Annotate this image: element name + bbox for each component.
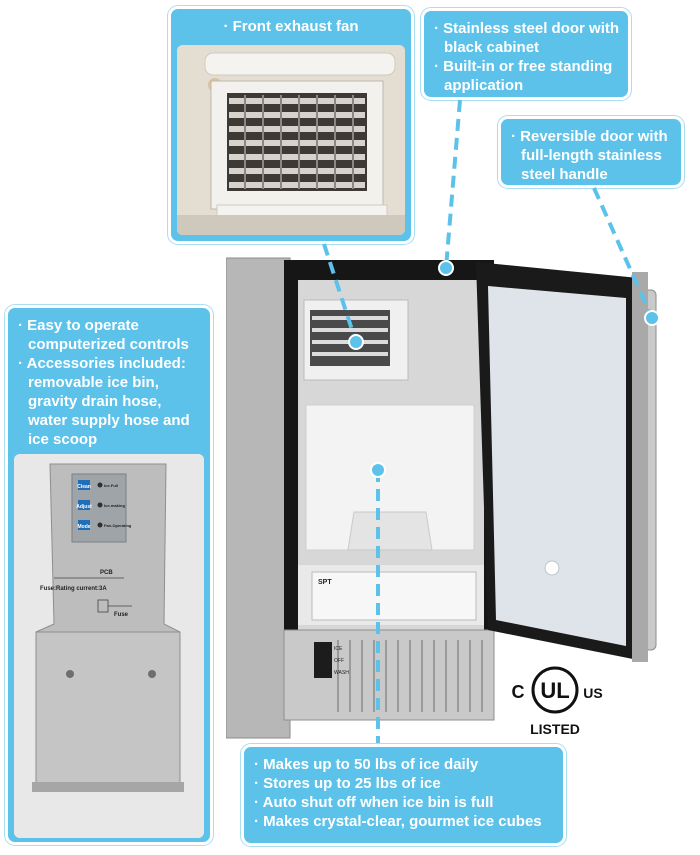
callout-line: · Stores up to 25 lbs of ice [254,775,441,792]
ul-us-mark: US [583,685,602,701]
pcb-label: PCB [100,570,113,576]
clean-button-label: Clean [77,484,91,490]
ul-listed-logo: UL C US LISTED [512,666,603,737]
indicator-ice-full-label: Ice-Full [104,483,118,488]
callout-controls: · Easy to operate computerized controls … [5,305,213,845]
callout-line: computerized controls [28,336,189,353]
switch-off-label: OFF [334,658,344,664]
mode-button-label: Mode [77,524,90,530]
callout-line: · Makes crystal-clear, gourmet ice cubes [254,813,542,830]
callout-exhaust-fan: · Front exhaust fan [168,6,414,244]
callout-line: · Reversible door with [511,128,668,145]
callout-line: · Accessories included: [18,355,186,372]
callout-line: · Front exhaust fan [223,18,359,35]
callout-line: steel handle [521,166,608,183]
callout-line: application [444,77,524,94]
callout-line: · Easy to operate [18,317,139,334]
switch-ice-label: ICE [334,646,343,652]
exhaust-fan-illustration [177,45,405,235]
callout-line: · Auto shut off when ice bin is full [254,794,494,811]
fuse-rating-text: Fuse:Rating current:3A [40,586,107,592]
callout-reversible-door: · Reversible door with full-length stain… [498,116,684,188]
ul-mark: UL [540,678,569,703]
control-panel-photo: Clean Adjust Mode Ice-Full Ice-making Fa… [14,454,204,838]
callout-line: water supply hose and [28,412,190,429]
ice-maker-illustration: SPT ICE OFF WASH [226,257,657,739]
callout-line: · Stainless steel door with [434,20,620,37]
callout-line: removable ice bin, [28,374,159,391]
brand-label: SPT [318,579,332,586]
callout-stainless-door: · Stainless steel door with black cabine… [421,8,631,100]
callout-line: gravity drain hose, [28,393,162,410]
control-panel-illustration: Clean Adjust Mode Ice-Full Ice-making Fa… [14,454,204,838]
callout-line: · Built-in or free standing [434,58,613,75]
indicator-ice-making-label: Ice-making [104,503,125,508]
fuse-label: Fuse [114,612,129,618]
callout-line: ice scoop [28,431,98,448]
callout-line: full-length stainless [521,147,662,164]
callout-line: black cabinet [444,39,540,56]
ul-listed-text: LISTED [530,721,580,737]
ul-c-mark: C [512,682,525,702]
callout-ice-capacity: · Makes up to 50 lbs of ice daily · Stor… [241,744,566,846]
callout-line: · Makes up to 50 lbs of ice daily [254,756,479,773]
switch-wash-label: WASH [334,670,349,676]
indicator-fan-operating-label: Fan-Operating [104,523,132,528]
exhaust-fan-photo [177,45,405,235]
adjust-button-label: Adjust [76,504,92,510]
